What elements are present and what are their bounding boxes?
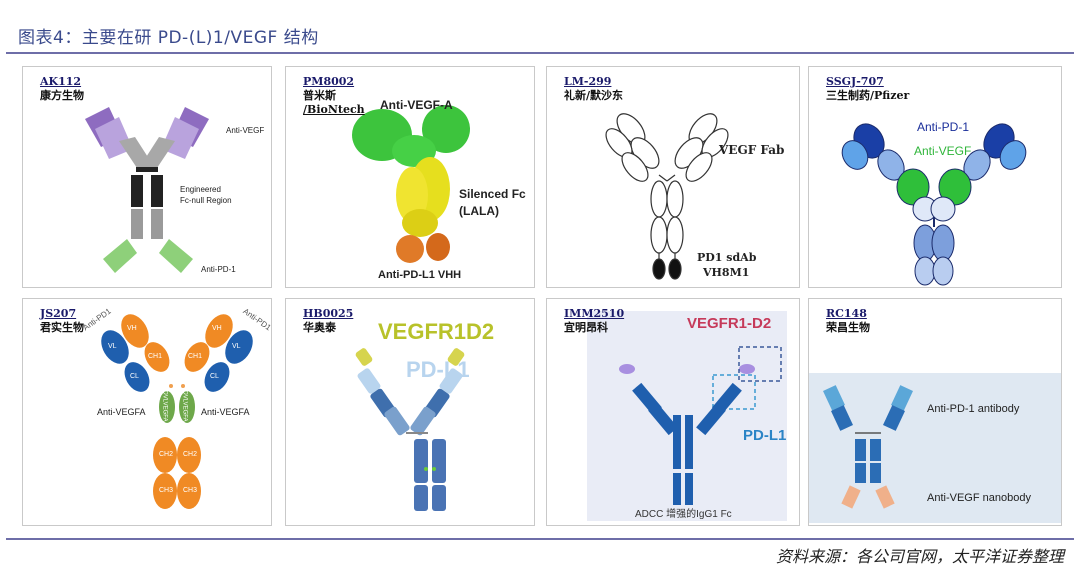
js207-ch2-left: CH2 xyxy=(159,451,173,458)
panel-js207: JS207 君实生物 Anti-PD1 Anti-PD1 VH VL CH1 C… xyxy=(22,298,272,526)
ssgj707-org: 三生制药/Pfizer xyxy=(826,89,909,103)
source-note: 资料来源：各公司官网，太平洋证券整理 xyxy=(776,543,1064,567)
imm2510-vegfr1-d2: VEGFR1-D2 xyxy=(687,315,771,332)
js207-ch1-right: CH1 xyxy=(188,353,202,360)
pm8002-lala: (LALA) xyxy=(459,204,499,218)
js207-dvl-left: DVLVEGFA xyxy=(162,390,168,421)
js207-ch2-right: CH2 xyxy=(183,451,197,458)
js207-cl-right: CL xyxy=(210,373,219,380)
hb0025-pd-l1: PD-L1 xyxy=(406,357,470,383)
ak112-engineered: Engineered xyxy=(180,185,221,194)
lm299-org: 礼新/默沙东 xyxy=(564,89,623,103)
js207-ch1-left: CH1 xyxy=(148,353,162,360)
js207-anti-vegfa-right: Anti-VEGFA xyxy=(201,407,250,417)
rc148-label: RC148 荣昌生物 xyxy=(826,307,870,335)
js207-code: JS207 xyxy=(40,307,84,321)
rc148-code: RC148 xyxy=(826,307,870,321)
js207-anti-vegfa-left: Anti-VEGFA xyxy=(97,407,146,417)
lm299-vh8m1: VH8M1 xyxy=(703,266,749,279)
pm8002-org: 普米斯 xyxy=(303,89,365,103)
top-divider xyxy=(6,52,1074,54)
ssgj707-code: SSGJ-707 xyxy=(826,75,909,89)
figure-title: 图表4：主要在研 PD-(L)1/VEGF 结构 xyxy=(18,23,319,48)
js207-label: JS207 君实生物 xyxy=(40,307,84,335)
panel-lm299: LM-299 礼新/默沙东 VEGF Fab PD1 sdAb VH8M1 xyxy=(546,66,800,288)
ak112-label: AK112 康方生物 xyxy=(40,75,84,103)
pm8002-label: PM8002 普米斯 /BioNtech xyxy=(303,75,365,117)
pm8002-org2: /BioNtech xyxy=(303,103,365,117)
panel-rc148: RC148 荣昌生物 Anti-PD-1 antibody Anti-VEGF … xyxy=(808,298,1062,526)
imm2510-pd-l1: PD-L1 xyxy=(743,427,786,444)
pm8002-code: PM8002 xyxy=(303,75,365,89)
js207-vl-left: VL xyxy=(108,343,117,350)
ssgj707-anti-vegf: Anti-VEGF xyxy=(914,144,971,158)
ak112-code: AK112 xyxy=(40,75,84,89)
hb0025-vegfr1d2: VEGFR1D2 xyxy=(378,319,494,345)
ak112-org: 康方生物 xyxy=(40,89,84,103)
js207-ch3-right: CH3 xyxy=(183,487,197,494)
ak112-fc-null: Fc-null Region xyxy=(180,196,232,205)
ssgj707-anti-pd1: Anti-PD-1 xyxy=(917,120,969,134)
pm8002-anti-pd-l1-vhh: Anti-PD-L1 VHH xyxy=(378,269,461,281)
js207-dvl-right: DVLVEGFA xyxy=(182,390,188,421)
rc148-org: 荣昌生物 xyxy=(826,321,870,335)
ak112-anti-vegf: Anti-VEGF xyxy=(226,126,264,135)
js207-ch3-left: CH3 xyxy=(159,487,173,494)
pm8002-silenced-fc: Silenced Fc xyxy=(459,187,526,201)
js207-vh-right: VH xyxy=(212,325,222,332)
panel-imm2510: IMM2510 宜明昂科 VEGFR1-D2 PD-L1 ADCC 增强的IgG… xyxy=(546,298,800,526)
lm299-vegf-fab: VEGF Fab xyxy=(719,143,784,157)
rc148-anti-pd1: Anti-PD-1 antibody xyxy=(927,403,1019,415)
lm299-code: LM-299 xyxy=(564,75,623,89)
panel-pm8002: PM8002 普米斯 /BioNtech Anti-VEGF-A Silence… xyxy=(285,66,535,288)
hb0025-code: HB0025 xyxy=(303,307,353,321)
js207-vl-right: VL xyxy=(232,343,241,350)
js207-cl-left: CL xyxy=(130,373,139,380)
pm8002-anti-vegf-a: Anti-VEGF-A xyxy=(380,98,453,112)
imm2510-org: 宜明昂科 xyxy=(564,321,624,335)
hb0025-label: HB0025 华奥泰 xyxy=(303,307,353,335)
imm2510-adcc: ADCC 增强的IgG1 Fc xyxy=(635,505,732,520)
imm2510-label: IMM2510 宜明昂科 xyxy=(564,307,624,335)
lm299-pd1-sdab: PD1 sdAb xyxy=(697,251,756,264)
imm2510-code: IMM2510 xyxy=(564,307,624,321)
panel-ssgj707: SSGJ-707 三生制药/Pfizer Anti-PD-1 Anti-VEGF xyxy=(808,66,1062,288)
js207-org: 君实生物 xyxy=(40,321,84,335)
rc148-anti-vegf: Anti-VEGF nanobody xyxy=(927,492,1031,504)
ssgj707-label: SSGJ-707 三生制药/Pfizer xyxy=(826,75,909,103)
lm299-label: LM-299 礼新/默沙东 xyxy=(564,75,623,103)
bottom-divider xyxy=(6,538,1074,540)
hb0025-org: 华奥泰 xyxy=(303,321,353,335)
ak112-anti-pd1: Anti-PD-1 xyxy=(201,265,236,274)
panel-hb0025: HB0025 华奥泰 VEGFR1D2 PD-L1 xyxy=(285,298,535,526)
js207-vh-left: VH xyxy=(127,325,137,332)
panel-ak112: AK112 康方生物 Anti-VEGF Engineered Fc-null … xyxy=(22,66,272,288)
